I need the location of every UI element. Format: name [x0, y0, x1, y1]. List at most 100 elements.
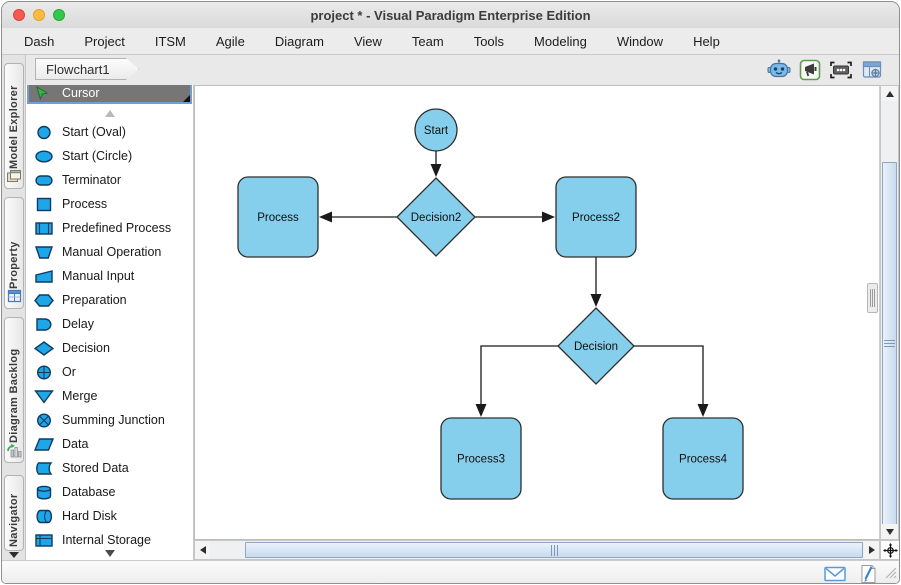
property-icon: [7, 289, 22, 305]
palette-tool-internal-storage[interactable]: Internal Storage: [26, 528, 193, 552]
status-icons: [824, 564, 877, 583]
menu-team[interactable]: Team: [411, 33, 444, 49]
connector-decision-process3[interactable]: [475, 345, 559, 417]
palette-tool-database[interactable]: Database: [26, 480, 193, 504]
scroll-right-button[interactable]: [864, 541, 879, 559]
sidebar-tab-model-explorer[interactable]: Model Explorer: [4, 63, 24, 189]
scroll-down-button[interactable]: [881, 524, 898, 539]
traffic-lights: [13, 2, 65, 28]
connector-start-decision2[interactable]: [430, 151, 442, 177]
cursor-icon: [35, 86, 55, 101]
menu-diagram[interactable]: Diagram: [274, 33, 324, 49]
ai-assistant-robot-icon[interactable]: [767, 58, 791, 82]
menu-itsm[interactable]: ITSM: [154, 33, 186, 49]
connector-decision2-process2[interactable]: [475, 211, 555, 223]
connector-decision-process4[interactable]: [634, 345, 709, 417]
palette-scroll-up[interactable]: [26, 107, 193, 119]
delay-shape-icon: [34, 317, 54, 332]
palette-tool-label: Terminator: [62, 173, 122, 187]
palette-tool-delay[interactable]: Delay: [26, 312, 193, 336]
palette-tool-merge[interactable]: Merge: [26, 384, 193, 408]
scroll-up-button[interactable]: [881, 86, 898, 101]
vertical-scrollbar[interactable]: [880, 85, 899, 540]
node-label: Decision: [574, 341, 618, 353]
horizontal-scrollbar[interactable]: [194, 540, 880, 560]
node-process[interactable]: Process: [237, 176, 319, 258]
sidebar-tab-property[interactable]: Property: [4, 197, 24, 309]
scroll-left-button[interactable]: [195, 541, 210, 559]
node-process2[interactable]: Process2: [555, 176, 637, 258]
palette-tool-preparation[interactable]: Preparation: [26, 288, 193, 312]
palette-tool-label: Or: [62, 365, 76, 379]
palette-tool-manual-input[interactable]: Manual Input: [26, 264, 193, 288]
palette-tool-terminator[interactable]: Terminator: [26, 168, 193, 192]
pan-tool-button[interactable]: [880, 540, 899, 560]
message-icon[interactable]: [824, 566, 846, 583]
menu-modeling[interactable]: Modeling: [534, 33, 587, 49]
splitter-grip[interactable]: [867, 283, 878, 313]
summing-junction-shape-icon: [34, 412, 54, 428]
horizontal-scrollbar-thumb[interactable]: [245, 542, 863, 558]
selection-frame-icon[interactable]: [829, 58, 853, 82]
node-label: Process3: [457, 454, 505, 466]
tab-flowchart1[interactable]: Flowchart1: [35, 58, 139, 80]
vertical-scrollbar-thumb[interactable]: [882, 162, 897, 525]
palette-tool-process[interactable]: Process: [26, 192, 193, 216]
palette-tool-decision[interactable]: Decision: [26, 336, 193, 360]
palette-scroll-down[interactable]: [26, 550, 193, 557]
connector-decision2-process[interactable]: [319, 211, 397, 223]
palette-tool-label: Database: [62, 485, 116, 499]
menu-window[interactable]: Window: [616, 33, 664, 49]
palette-tool-data[interactable]: Data: [26, 432, 193, 456]
decision-shape-icon: [34, 340, 54, 356]
maximize-button[interactable]: [53, 9, 65, 21]
node-decision[interactable]: Decision: [557, 307, 635, 385]
arrow-right-icon: [868, 546, 875, 554]
pan-crosshair-icon: [882, 542, 898, 558]
tab-flowchart1-label: Flowchart1: [46, 61, 110, 77]
menu-dash[interactable]: Dash: [24, 33, 55, 49]
node-decision2[interactable]: Decision2: [396, 177, 476, 257]
notes-icon[interactable]: [860, 564, 877, 583]
palette-tool-start-circle[interactable]: Start (Circle): [26, 144, 193, 168]
palette-tool-start-oval[interactable]: Start (Oval): [26, 120, 193, 144]
chevron-down-icon: [104, 550, 115, 557]
node-process3[interactable]: Process3: [440, 417, 522, 500]
palette-tool-summing-junction[interactable]: Summing Junction: [26, 408, 193, 432]
sidebar-overflow-arrow[interactable]: [9, 552, 19, 558]
close-button[interactable]: [13, 9, 25, 21]
stored-data-shape-icon: [34, 461, 54, 476]
palette-tool-label: Start (Oval): [62, 125, 126, 139]
arrow-up-icon: [885, 90, 894, 97]
resize-grip[interactable]: [885, 566, 897, 583]
minimize-button[interactable]: [33, 9, 45, 21]
window-title: project * - Visual Paradigm Enterprise E…: [310, 7, 591, 23]
arrow-left-icon: [199, 546, 206, 554]
announcement-icon[interactable]: [798, 58, 822, 82]
menu-view[interactable]: View: [353, 33, 382, 49]
palette-tool-predefined-process[interactable]: Predefined Process: [26, 216, 193, 240]
menu-tools[interactable]: Tools: [473, 33, 505, 49]
menu-project[interactable]: Project: [84, 33, 125, 49]
panel-settings-icon[interactable]: [860, 58, 884, 82]
sidebar-tab-navigator[interactable]: Navigator: [4, 475, 24, 551]
palette-tool-label: Summing Junction: [62, 413, 165, 427]
menu-agile[interactable]: Agile: [215, 33, 245, 49]
palette-tool-manual-operation[interactable]: Manual Operation: [26, 240, 193, 264]
node-start[interactable]: Start: [414, 108, 458, 152]
palette-tool-or[interactable]: Or: [26, 360, 193, 384]
sidebar-tab-label: Model Explorer: [8, 85, 20, 169]
node-process4[interactable]: Process4: [662, 417, 744, 500]
palette-tool-hard-disk[interactable]: Hard Disk: [26, 504, 193, 528]
palette-tool-stored-data[interactable]: Stored Data: [26, 456, 193, 480]
sidebar-tab-diagram-backlog[interactable]: Diagram Backlog: [4, 317, 24, 463]
palette-tool-cursor[interactable]: Cursor: [27, 82, 192, 104]
connector-process2-decision[interactable]: [590, 257, 602, 307]
palette-tool-label: Internal Storage: [62, 533, 151, 547]
menu-help[interactable]: Help: [693, 33, 720, 49]
